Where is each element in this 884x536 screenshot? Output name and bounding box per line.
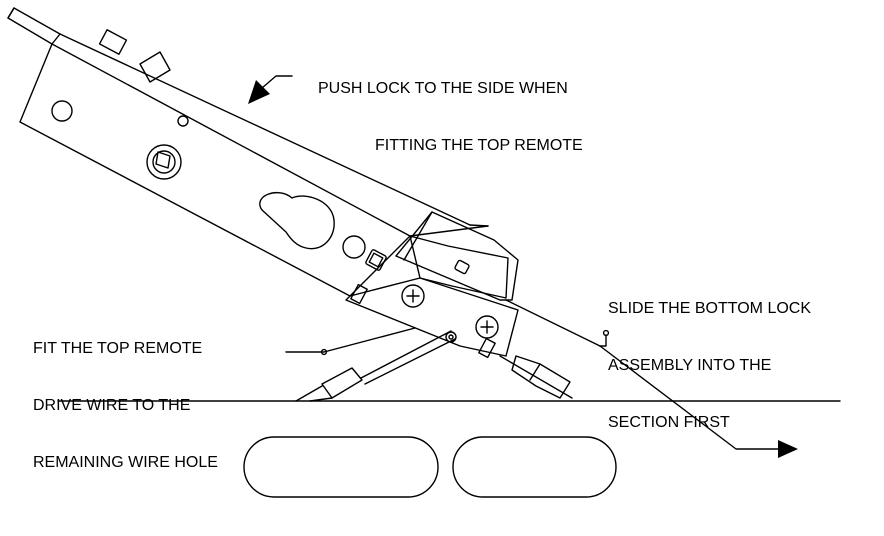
lock-latch-bolt	[139, 51, 171, 83]
lock-fixing-hole	[51, 100, 73, 122]
push-lock-leader	[261, 75, 293, 89]
lock-cam-hole	[342, 235, 366, 259]
profile-slot-left	[243, 436, 439, 498]
remote-drive-wire-b	[364, 338, 456, 385]
fit-wire-leader	[285, 327, 416, 353]
fit-wire-line-3: REMAINING WIRE HOLE	[33, 454, 218, 471]
insertion-path-line	[599, 345, 786, 450]
remote-wire-hole	[445, 331, 457, 343]
gearbox-slot-right	[478, 337, 496, 359]
slide-lock-line-2: ASSEMBLY INTO THE	[608, 357, 772, 374]
push-lock-line-1: PUSH LOCK TO THE SIDE WHEN	[318, 80, 568, 97]
push-lock-annotation: PUSH LOCK TO THE SIDE WHEN FITTING THE T…	[318, 41, 583, 174]
lock-follower-ring	[146, 144, 182, 180]
push-lock-arrowhead	[248, 80, 270, 104]
slide-lock-line-3: SECTION FIRST	[608, 414, 730, 431]
gearbox-plate-lower	[345, 277, 519, 357]
lock-follower-inner	[152, 150, 176, 174]
lock-cylinder-cutout	[259, 192, 335, 250]
slide-lock-line-1: SLIDE THE BOTTOM LOCK	[608, 300, 812, 317]
profile-slot-right	[452, 436, 617, 498]
gearbox-screw-upper	[401, 284, 425, 308]
lock-square-drive	[365, 249, 387, 271]
drive-rod-lower-edge	[499, 355, 573, 399]
slide-lock-leader	[599, 334, 607, 347]
remote-drive-wire-a	[360, 330, 452, 379]
lock-top-tab	[98, 29, 128, 55]
lock-square-drive-inner	[368, 252, 384, 268]
insertion-arrowhead	[778, 440, 798, 458]
gearbox-plate-upper	[409, 235, 509, 299]
push-lock-line-2: FITTING THE TOP REMOTE	[375, 137, 583, 154]
slide-lock-annotation: SLIDE THE BOTTOM LOCK ASSEMBLY INTO THE …	[608, 261, 811, 451]
lock-follower-notch	[155, 151, 171, 169]
lock-faceplate	[7, 7, 61, 45]
fit-wire-annotation: FIT THE TOP REMOTE DRIVE WIRE TO THE REM…	[33, 301, 218, 491]
fit-wire-line-2: DRIVE WIRE TO THE	[33, 397, 191, 414]
lock-small-hole	[177, 115, 189, 127]
gearbox-screw-lower	[475, 315, 499, 339]
gearbox-slot-left	[350, 283, 368, 305]
fit-wire-line-1: FIT THE TOP REMOTE	[33, 340, 203, 357]
gearbox-small-hole	[454, 259, 470, 275]
remote-wire-sleeve	[321, 367, 363, 399]
drive-rod-upper-edge	[505, 299, 601, 347]
